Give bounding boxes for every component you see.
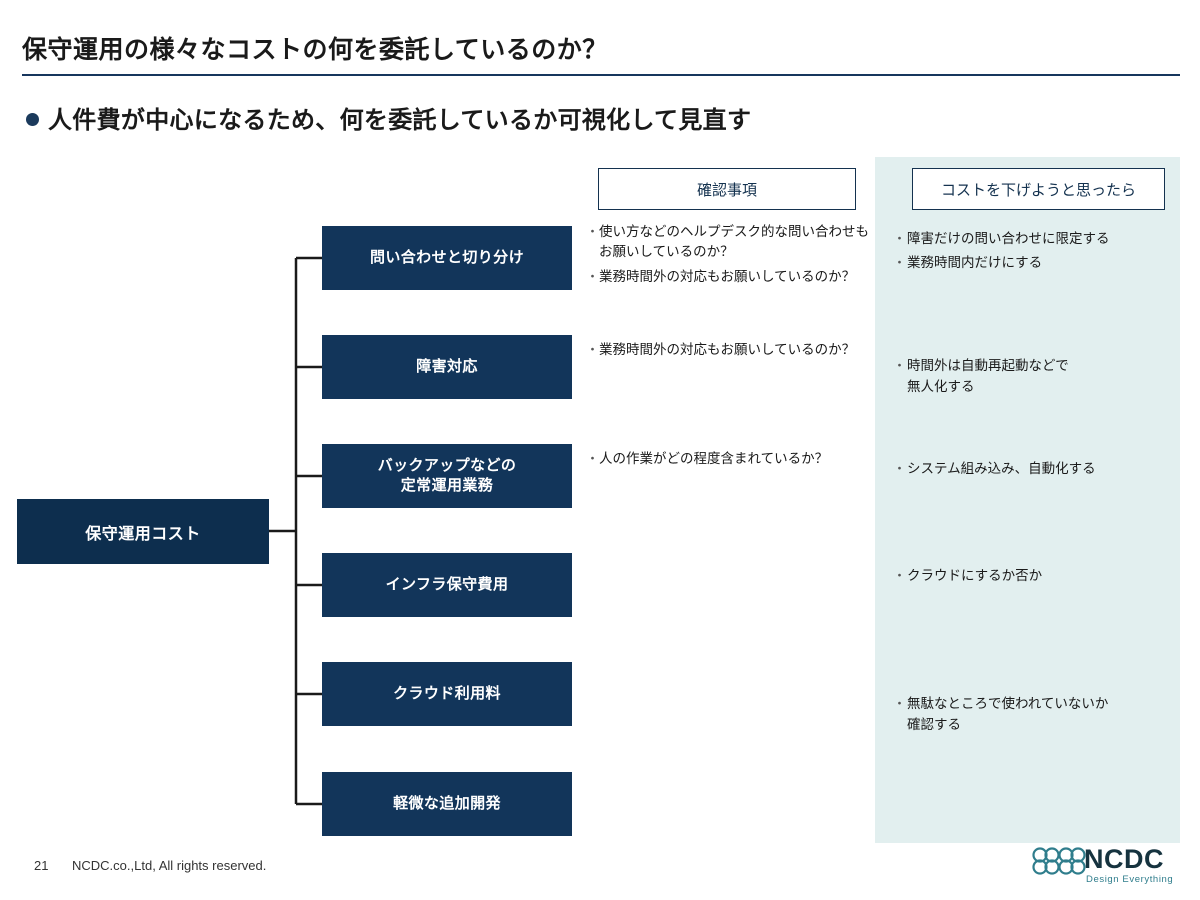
- node-label-0: 問い合わせと切り分け: [369, 248, 524, 266]
- reduce-block-0: ・障害だけの問い合わせに限定する ・業務時間内だけにする: [893, 229, 1183, 278]
- check-item-text: 使い方などのヘルプデスク的な問い合わせもお願いしているのか？: [599, 224, 869, 260]
- reduce-item: ・時間外は自動再起動などで 無人化する: [893, 356, 1183, 397]
- reduce-item-text: 業務時間内だけにする: [907, 255, 1043, 271]
- bullet-icon: ・: [586, 224, 600, 239]
- check-item-text: 業務時間外の対応もお願いしているのか？: [599, 268, 856, 284]
- check-block-0: ・使い方などのヘルプデスク的な問い合わせもお願いしているのか？ ・業務時間外の対…: [586, 222, 871, 291]
- node-box-0: 問い合わせと切り分け: [322, 226, 572, 290]
- page-number: 21: [34, 858, 49, 873]
- reduce-block-3: ・クラウドにするか否か: [893, 566, 1183, 590]
- check-column-header: 確認事項: [598, 168, 856, 210]
- reduce-item: ・クラウドにするか否か: [893, 566, 1183, 586]
- node-label-5: 軽微な追加開発: [393, 794, 501, 812]
- node-label-1: 障害対応: [416, 357, 478, 375]
- reduce-item: ・システム組み込み、自動化する: [893, 459, 1183, 479]
- bullet-icon: ・: [893, 696, 907, 712]
- ncdc-logo-icon: [1032, 847, 1086, 875]
- check-block-1: ・業務時間外の対応もお願いしているのか？: [586, 340, 871, 364]
- reduce-block-4: ・無駄なところで使われていないか 確認する: [893, 674, 1183, 759]
- reduce-block-2: ・システム組み込み、自動化する: [893, 459, 1183, 483]
- subtitle-text: 人件費が中心になるため、何を委託しているか可視化して見直す: [48, 107, 752, 134]
- reduce-panel-background: [875, 157, 1180, 843]
- check-item: ・人の作業がどの程度含まれているか？: [586, 449, 871, 469]
- node-box-2: バックアップなどの 定常運用業務: [322, 444, 572, 508]
- bullet-dot-icon: [26, 112, 39, 126]
- bullet-icon: ・: [893, 255, 907, 271]
- check-item-text: 業務時間外の対応もお願いしているのか？: [599, 342, 856, 357]
- footer-copyright: NCDC.co.,Ltd, All rights reserved.: [72, 858, 267, 873]
- bullet-icon: ・: [893, 358, 907, 374]
- logo-tagline: Design Everything: [1086, 874, 1174, 885]
- check-item: ・業務時間外の対応もお願いしているのか？: [586, 267, 871, 287]
- reduce-column-header: コストを下げようと思ったら: [912, 168, 1165, 210]
- bullet-icon: ・: [586, 342, 600, 357]
- root-node-maintenance-cost: 保守運用コスト: [17, 499, 269, 564]
- reduce-item: ・業務時間内だけにする: [893, 253, 1183, 273]
- bullet-icon: ・: [893, 231, 907, 246]
- reduce-item-text: 障害だけの問い合わせに限定する: [907, 231, 1110, 246]
- node-label-2: バックアップなどの 定常運用業務: [377, 456, 517, 494]
- reduce-item-text: システム組み込み、自動化する: [907, 461, 1096, 476]
- reduce-item: ・無駄なところで使われていないか 確認する: [893, 694, 1183, 735]
- check-block-2: ・人の作業がどの程度含まれているか？: [586, 449, 871, 473]
- check-item: ・業務時間外の対応もお願いしているのか？: [586, 340, 871, 360]
- logo-wordmark: NCDC: [1084, 844, 1164, 874]
- subtitle-row: 人件費が中心になるため、何を委託しているか可視化して見直す: [26, 100, 751, 135]
- check-item-text: 人の作業がどの程度含まれているか？: [599, 451, 829, 466]
- reduce-item-text: 無駄なところで使われていないか 確認する: [907, 696, 1109, 732]
- node-box-4: クラウド利用料: [322, 662, 572, 726]
- bullet-icon: ・: [893, 568, 907, 583]
- bullet-icon: ・: [586, 268, 600, 284]
- node-label-4: クラウド利用料: [393, 684, 501, 702]
- page-title: 保守運用の様々なコストの何を委託しているのか？: [22, 36, 608, 64]
- bullet-icon: ・: [893, 461, 907, 476]
- reduce-block-1: ・時間外は自動再起動などで 無人化する: [893, 336, 1183, 421]
- node-box-3: インフラ保守費用: [322, 553, 572, 617]
- node-label-3: インフラ保守費用: [385, 575, 509, 593]
- title-divider: [22, 74, 1180, 76]
- reduce-item-text: クラウドにするか否か: [907, 568, 1043, 583]
- bullet-icon: ・: [586, 451, 600, 466]
- reduce-item-text: 時間外は自動再起動などで 無人化する: [907, 358, 1069, 394]
- node-box-5: 軽微な追加開発: [322, 772, 572, 836]
- reduce-item: ・障害だけの問い合わせに限定する: [893, 229, 1183, 249]
- node-box-1: 障害対応: [322, 335, 572, 399]
- check-item: ・使い方などのヘルプデスク的な問い合わせもお願いしているのか？: [586, 222, 871, 263]
